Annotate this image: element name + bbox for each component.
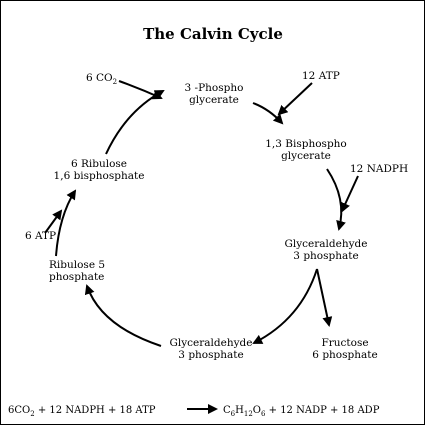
equation-right: C6H12O6 + 12 NADP + 18 ADP bbox=[223, 405, 380, 418]
arrow-rubp-to-pga bbox=[105, 90, 165, 155]
node-ribulose-5-phosphate: Ribulose 5 phosphate bbox=[49, 259, 105, 283]
eq-co2-sub: 2 bbox=[30, 410, 34, 418]
eq-h: H bbox=[235, 405, 244, 416]
node-bpg-line2: glycerate bbox=[281, 150, 331, 162]
diagram-title: The Calvin Cycle bbox=[143, 25, 283, 43]
eq-6co2: 6CO bbox=[8, 405, 30, 416]
input-co2-sub: 2 bbox=[113, 78, 117, 86]
arrow-atp6-in bbox=[44, 209, 63, 234]
input-12-nadph: 12 NADPH bbox=[350, 163, 408, 175]
arrow-ribulose5-to-rubp bbox=[55, 189, 77, 257]
node-fructose-line1: Fructose bbox=[321, 337, 368, 349]
arrow-atp12-in bbox=[277, 82, 313, 116]
arrow-g3p-to-fructose bbox=[316, 268, 333, 327]
node-glyceraldehyde-3-phosphate-right: Glyceraldehyde 3 phosphate bbox=[285, 238, 368, 262]
node-g3p-right-line2: 3 phosphate bbox=[293, 250, 358, 262]
eq-c: C bbox=[223, 405, 231, 416]
eq-left-rest: + 12 NADPH + 18 ATP bbox=[35, 405, 156, 416]
node-g3p-bottom-line2: 3 phosphate bbox=[178, 349, 243, 361]
arrow-nadph12-in bbox=[340, 175, 359, 213]
equation-left: 6CO2 + 12 NADPH + 18 ATP bbox=[8, 405, 156, 418]
eq-h-sub: 12 bbox=[244, 410, 253, 418]
node-g3p-bottom-line1: Glyceraldehyde bbox=[170, 337, 253, 349]
eq-c-sub: 6 bbox=[231, 410, 236, 418]
node-g3p-right-line1: Glyceraldehyde bbox=[285, 238, 368, 250]
node-ribulose-bisphosphate: 6 Ribulose 1,6 bisphosphate bbox=[54, 158, 145, 182]
node-rubp-line2: 1,6 bisphosphate bbox=[54, 170, 145, 182]
input-co2-text: 6 CO bbox=[86, 72, 113, 84]
eq-o-sub: 6 bbox=[261, 410, 266, 418]
input-6-atp: 6 ATP bbox=[25, 230, 56, 242]
node-pga-line2: glycerate bbox=[189, 94, 239, 106]
node-pga-line1: 3 -Phospho bbox=[185, 82, 244, 94]
arrow-pga-to-bpg bbox=[252, 102, 284, 125]
input-12-atp: 12 ATP bbox=[302, 70, 340, 82]
node-3-phosphoglycerate: 3 -Phospho glycerate bbox=[185, 82, 244, 106]
node-fructose-line2: 6 phosphate bbox=[312, 349, 377, 361]
node-13-bisphosphoglycerate: 1,3 Bisphospho glycerate bbox=[265, 138, 347, 162]
arrow-bpg-to-g3p bbox=[326, 168, 346, 231]
arrow-co2-in bbox=[118, 80, 163, 100]
node-ribulose5-line1: Ribulose 5 bbox=[49, 259, 105, 271]
arrow-g3p-to-ribulose5 bbox=[84, 284, 162, 347]
eq-o: O bbox=[253, 405, 261, 416]
node-glyceraldehyde-3-phosphate-bottom: Glyceraldehyde 3 phosphate bbox=[170, 337, 253, 361]
node-ribulose5-line2: phosphate bbox=[49, 271, 104, 283]
arrow-g3p-to-g3p-bottom bbox=[252, 268, 318, 344]
node-bpg-line1: 1,3 Bisphospho bbox=[265, 138, 347, 150]
input-6-co2: 6 CO2 bbox=[86, 72, 117, 86]
node-rubp-line1: 6 Ribulose bbox=[71, 158, 127, 170]
eq-right-rest: + 12 NADP + 18 ADP bbox=[265, 405, 379, 416]
node-fructose-6-phosphate: Fructose 6 phosphate bbox=[312, 337, 377, 361]
